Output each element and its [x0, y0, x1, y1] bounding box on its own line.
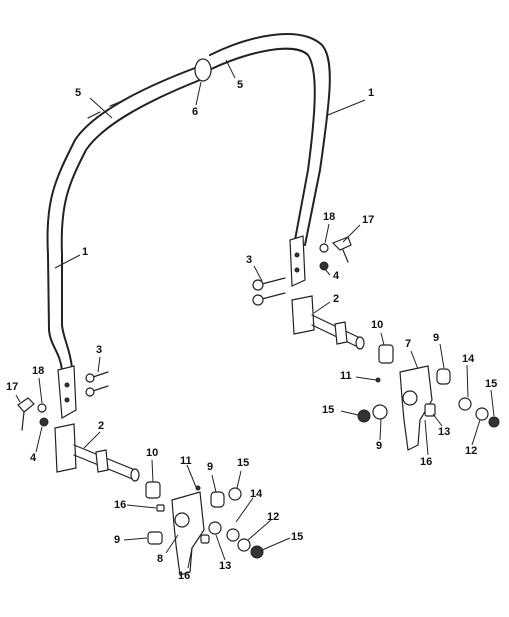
- callout-13-right: 13: [438, 426, 451, 438]
- callout-10-right: 10: [371, 319, 384, 331]
- callout-16-right: 16: [420, 456, 433, 468]
- callout-7: 7: [405, 338, 412, 350]
- callout-1-right: 1: [368, 87, 375, 99]
- pivot-shaft-left: [54, 423, 140, 482]
- callout-9-left-bottom: 9: [114, 534, 121, 546]
- callout-9-right-mid: 9: [376, 440, 383, 452]
- callout-12-left: 12: [267, 511, 280, 523]
- knob-right: [319, 236, 352, 271]
- callout-18-left: 18: [32, 365, 45, 377]
- callout-12-right: 12: [465, 445, 478, 457]
- callout-15-right-b: 15: [322, 404, 335, 416]
- bolts-left: [85, 371, 109, 397]
- callout-4-right: 4: [333, 270, 340, 282]
- callout-8: 8: [157, 553, 164, 565]
- callout-15-left-b: 15: [291, 531, 304, 543]
- bolts-right: [252, 277, 286, 306]
- callout-5-right: 5: [237, 79, 244, 91]
- rollover-bar: [46, 33, 331, 371]
- callout-6: 6: [192, 106, 199, 118]
- callout-5-left: 5: [75, 87, 82, 99]
- latch-assembly-left: [147, 485, 264, 576]
- callout-17-left: 17: [6, 381, 19, 393]
- callout-9-left-top: 9: [207, 461, 214, 473]
- callout-2-right: 2: [333, 293, 340, 305]
- knob-left: [17, 397, 49, 431]
- right-bar-mount: [289, 235, 306, 287]
- left-bar-mount: [57, 365, 77, 419]
- callout-16-left-bottom: 16: [178, 570, 191, 582]
- callout-15-left-a: 15: [237, 457, 250, 469]
- bushing-left: [145, 481, 161, 499]
- callout-1-left: 1: [82, 246, 89, 258]
- callout-4-left: 4: [30, 452, 37, 464]
- callout-16-left-top: 16: [114, 499, 127, 511]
- latch-assembly-right: [357, 365, 500, 451]
- callout-3-left: 3: [96, 344, 103, 356]
- callout-3-right: 3: [246, 254, 253, 266]
- callout-11-left: 11: [180, 455, 192, 467]
- callout-2-left: 2: [98, 420, 105, 432]
- callout-11-right: 11: [340, 370, 352, 382]
- callout-17-right: 17: [362, 214, 375, 226]
- callout-14-left: 14: [250, 488, 263, 500]
- callout-15-right-a: 15: [485, 378, 498, 390]
- callout-14-right: 14: [462, 353, 475, 365]
- callout-10-left: 10: [146, 447, 159, 459]
- callout-13-left: 13: [219, 560, 232, 572]
- pivot-shaft-right: [291, 295, 365, 350]
- callout-18-right: 18: [323, 211, 336, 223]
- callout-9-right-top: 9: [433, 332, 440, 344]
- bushing-right: [378, 344, 394, 364]
- leader-lines: [15, 59, 495, 569]
